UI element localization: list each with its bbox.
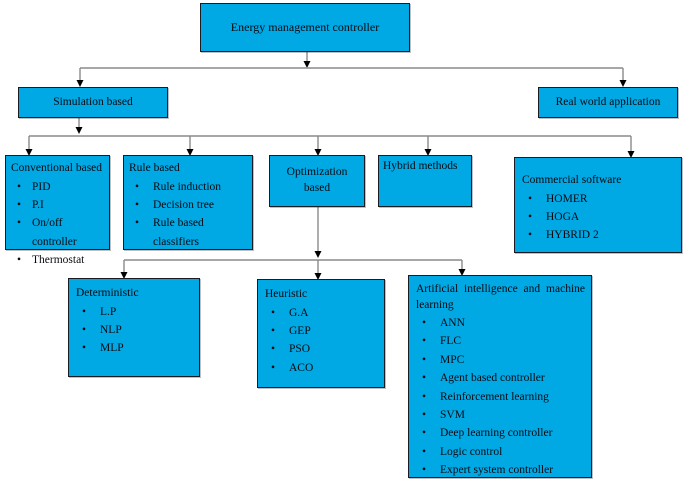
- list-item: Logic control: [416, 443, 585, 462]
- arrowhead: [314, 273, 322, 280]
- node-label: Energy management controller: [230, 20, 380, 35]
- node-label: Real world application: [555, 95, 661, 108]
- bullet-list: Rule inductionDecision treeRule based cl…: [129, 178, 249, 252]
- arrowhead: [314, 149, 322, 156]
- arrowhead: [25, 149, 33, 156]
- node-label: Hybrid methods: [383, 160, 458, 172]
- list-item: On/off controller: [11, 214, 106, 251]
- arrowhead: [75, 127, 83, 134]
- arrowhead: [458, 269, 466, 276]
- node-title: Artificial intelligence and machine lear…: [416, 283, 585, 311]
- arrowhead: [619, 80, 627, 87]
- list-item: ANN: [416, 314, 585, 333]
- list-item: PSO: [265, 340, 380, 359]
- arrowhead: [303, 61, 311, 68]
- list-item: GEP: [265, 322, 380, 341]
- node-title: Conventional based: [11, 162, 103, 174]
- list-item: ACO: [265, 359, 380, 378]
- node-commercial-software: Commercial software HOMERHOGAHYBRID 2: [514, 157, 682, 253]
- list-item: Expert system controller: [416, 461, 585, 480]
- arrowhead: [627, 151, 635, 158]
- list-item: L.P: [76, 303, 195, 322]
- bullet-list: L.PNLPMLP: [76, 303, 195, 359]
- list-item: Thermostat: [11, 251, 106, 270]
- list-item: Rule induction: [129, 178, 249, 197]
- node-artificial-intelligence-machine-learning: Artificial intelligence and machine lear…: [408, 275, 592, 480]
- arrowhead: [424, 149, 432, 156]
- list-item: HOGA: [522, 208, 678, 227]
- arrowhead: [314, 251, 322, 258]
- arrowhead: [186, 149, 194, 156]
- node-conventional-based: Conventional based PIDP.IOn/off controll…: [5, 155, 110, 270]
- list-item: HOMER: [522, 190, 678, 209]
- bullet-list: G.AGEPPSOACO: [265, 304, 380, 378]
- list-item: Decision tree: [129, 196, 249, 215]
- list-item: PID: [11, 178, 106, 197]
- list-item: MPC: [416, 351, 585, 370]
- node-title: Heuristic: [265, 288, 308, 300]
- node-title: Rule based: [129, 162, 180, 174]
- list-item: P.I: [11, 196, 106, 215]
- list-item: G.A: [265, 304, 380, 323]
- arrowhead: [120, 272, 128, 279]
- list-item: SVM: [416, 406, 585, 425]
- node-simulation-based: Simulation based: [18, 87, 168, 118]
- bullet-list: HOMERHOGAHYBRID 2: [522, 190, 678, 246]
- list-item: NLP: [76, 321, 195, 340]
- node-label: Optimization based: [286, 166, 348, 194]
- list-item: Reinforcement learning: [416, 388, 585, 407]
- node-deterministic: Deterministic L.PNLPMLP: [68, 278, 200, 377]
- node-real-world-application: Real world application: [538, 87, 678, 118]
- node-optimization-based: Optimization based: [269, 155, 365, 207]
- node-rule-based: Rule based Rule inductionDecision treeRu…: [123, 155, 253, 250]
- bullet-list: ANNFLCMPCAgent based controllerReinforce…: [416, 314, 585, 480]
- node-heuristic: Heuristic G.AGEPPSOACO: [257, 279, 385, 388]
- node-energy-management-controller: Energy management controller: [200, 3, 410, 52]
- list-item: FLC: [416, 332, 585, 351]
- list-item: HYBRID 2: [522, 226, 678, 245]
- bullet-list: PIDP.IOn/off controllerThermostat: [11, 178, 106, 270]
- node-hybrid-methods: Hybrid methods: [378, 155, 472, 207]
- node-title: Commercial software: [522, 174, 622, 186]
- list-item: MLP: [76, 339, 195, 358]
- list-item: Rule based classifiers: [129, 214, 249, 251]
- list-item: Agent based controller: [416, 369, 585, 388]
- node-title: Deterministic: [76, 287, 139, 299]
- arrowhead: [76, 80, 84, 87]
- node-label: Simulation based: [53, 95, 133, 108]
- list-item: Deep learning controller: [416, 424, 585, 443]
